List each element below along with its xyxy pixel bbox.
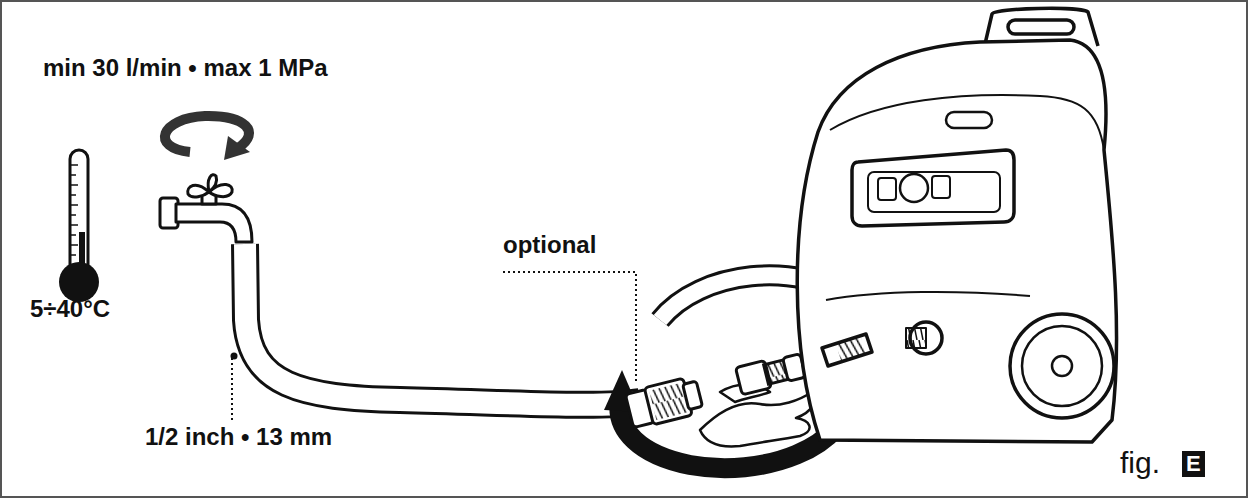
hand <box>700 384 815 446</box>
hose-connector <box>625 375 704 429</box>
optional-note: optional <box>503 232 596 258</box>
figure-letter: E <box>1182 451 1205 477</box>
figure-label: fig. <box>1120 446 1160 479</box>
thermometer <box>59 150 99 302</box>
temperature-range: 5÷40°C <box>30 296 110 322</box>
flow-pressure-spec: min 30 l/min • max 1 MPa <box>43 55 328 81</box>
leader-line <box>231 353 238 421</box>
leader-line <box>503 272 636 384</box>
hose-size: 1/2 inch • 13 mm <box>145 424 332 450</box>
tap <box>160 175 252 242</box>
pressure-washer <box>797 8 1116 442</box>
turn-arrow <box>165 116 250 160</box>
quick-coupling <box>736 352 807 395</box>
hose <box>245 244 640 405</box>
